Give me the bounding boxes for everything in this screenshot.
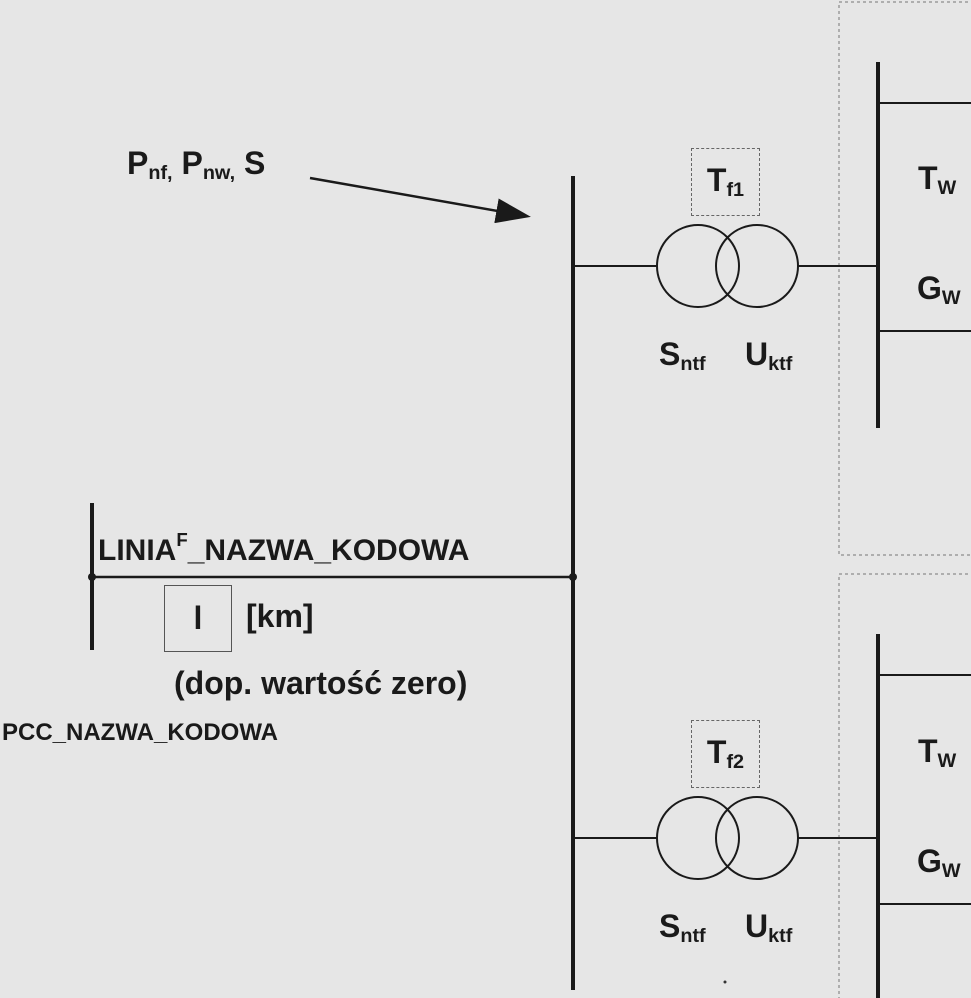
wind-block-2-generator-label: GW	[917, 843, 961, 882]
wind-block-1-transformer-label: TW	[918, 160, 957, 199]
transformer-2-winding-left	[656, 796, 740, 880]
line-length-unit: [km]	[246, 598, 314, 634]
transformer-2-winding-right	[715, 796, 799, 880]
line-length-note: (dop. wartość zero)	[174, 665, 468, 701]
transformer-1-rated-power: Sntf	[659, 336, 706, 375]
pcc-node	[88, 573, 96, 581]
transformer-1-name: Tf1	[706, 161, 745, 201]
transformer-2-name-box: Tf2	[691, 720, 760, 788]
pcc-label: PCC_NAZWA_KODOWA	[2, 719, 279, 746]
transformer-2-rated-power: Sntf	[659, 908, 706, 947]
transformer-1-winding-right	[715, 224, 799, 308]
line-length-symbol: l	[193, 600, 203, 636]
line-name-label: LINIAF_NAZWA_KODOWA	[98, 529, 470, 567]
transformer-1-short-circuit-voltage: Uktf	[745, 336, 793, 375]
pointer-arrow	[309, 176, 531, 224]
line-length-box: l	[164, 585, 232, 652]
transformer-2-name: Tf2	[706, 733, 745, 773]
wind-farm-frame-1	[838, 1, 971, 556]
wind-block-1-generator-label: GW	[917, 270, 961, 309]
transformer-2-short-circuit-voltage: Uktf	[745, 908, 793, 947]
wind-block-2-transformer-label: TW	[918, 733, 957, 772]
bus-node	[569, 573, 577, 581]
power-label: Pnf, Pnw, S	[127, 145, 266, 184]
transformer-1-winding-left	[656, 224, 740, 308]
wind-farm-frame-2	[838, 573, 971, 998]
stray-dot	[723, 980, 727, 984]
transformer-1-name-box: Tf1	[691, 148, 760, 216]
